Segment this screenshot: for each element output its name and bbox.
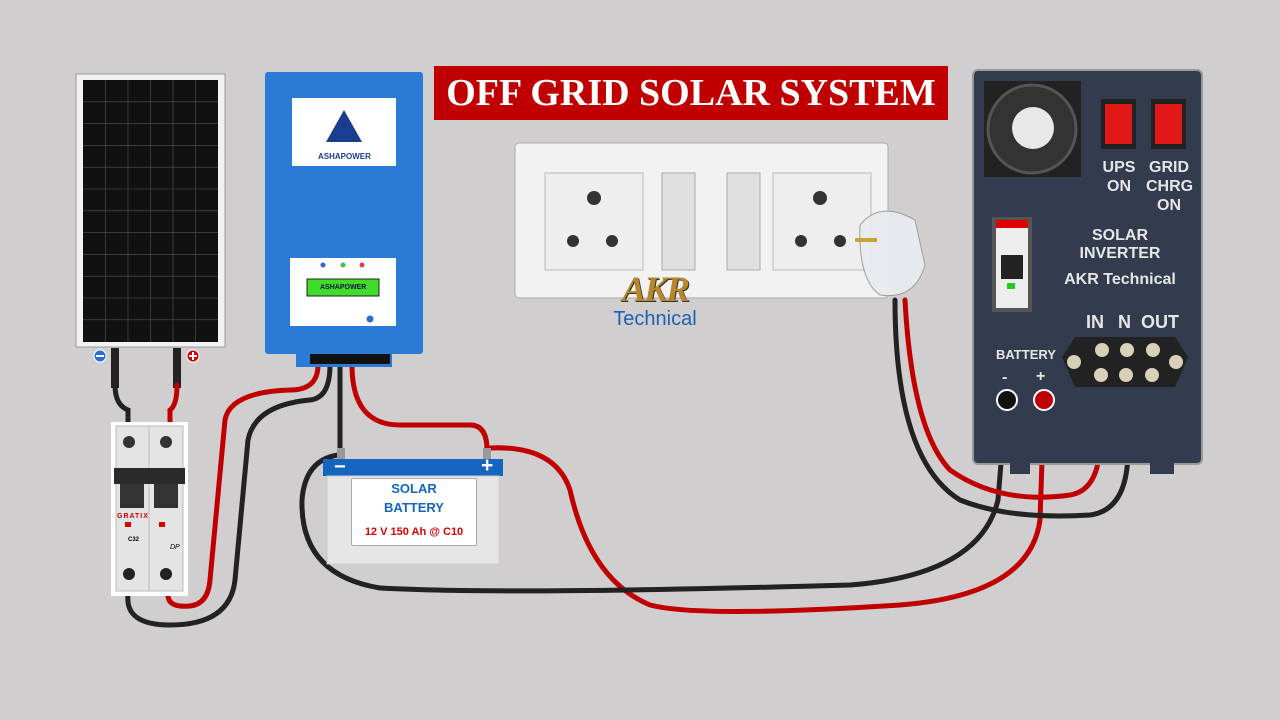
ups-label-line2: ON — [1107, 178, 1131, 195]
inverter-maker: AKR Technical — [1064, 271, 1176, 288]
dp-mcb[interactable] — [111, 422, 188, 596]
inverter-name: SOLAR INVERTER — [1079, 227, 1161, 262]
ups-on-label: UPS ON — [1098, 158, 1140, 196]
page-title: OFF GRID SOLAR SYSTEM — [434, 66, 948, 120]
wire-panel-positive — [167, 382, 180, 428]
grid-label-line1: GRID — [1149, 159, 1189, 176]
battery-pos-terminal — [1033, 389, 1055, 411]
akr-watermark: AKR Technical — [600, 270, 710, 330]
battery-neg-terminal — [996, 389, 1018, 411]
grid-charge-switch[interactable] — [1151, 99, 1186, 149]
inverter-mcb[interactable] — [992, 217, 1032, 312]
wire-plug-black — [892, 297, 1131, 519]
mcb-rating: C32 — [128, 537, 140, 543]
switch-socket-plate — [514, 142, 889, 299]
ups-label-line1: UPS — [1102, 159, 1136, 176]
akr-logo: AKR — [621, 269, 690, 309]
terminal-out-label: OUT — [1141, 312, 1179, 332]
charge-controller — [265, 72, 423, 367]
mcb-brand: GRATIX — [117, 513, 149, 520]
inverter-neg-sign: - — [1002, 369, 1008, 386]
battery-terminal-label: BATTERY — [996, 347, 1056, 362]
battery-neg-sign: − — [334, 456, 346, 478]
terminal-n-label: N — [1118, 312, 1131, 332]
wire-mcb-to-controller-red — [165, 362, 321, 609]
battery-spec: 12 V 150 Ah @ C10 — [364, 526, 464, 538]
inverter-pos-sign: + — [1036, 368, 1046, 385]
wire-battery-pos-to-inverter — [487, 399, 1047, 614]
wire-controller-to-battery-pos — [349, 362, 490, 453]
wire-battery-neg-to-inverter — [299, 399, 1009, 594]
battery-line2: BATTERY — [384, 500, 444, 515]
plug[interactable] — [855, 210, 926, 297]
battery-pos-sign: + — [481, 454, 494, 477]
mcb-poles: DP — [170, 544, 180, 551]
ups-on-switch[interactable] — [1101, 99, 1136, 149]
battery-line1: SOLAR — [391, 481, 437, 496]
wire-mcb-to-controller-black — [125, 362, 333, 628]
solar-inverter — [972, 69, 1203, 474]
battery-label: SOLAR BATTERY 12 V 150 Ah @ C10 — [351, 478, 477, 546]
grid-label-line3: ON — [1157, 197, 1181, 214]
grid-label-line2: CHRG — [1146, 178, 1194, 195]
wire-plug-red — [902, 297, 1103, 500]
grid-chrg-label: GRID CHRG ON — [1146, 158, 1194, 215]
akr-sub: Technical — [613, 308, 697, 330]
controller-brand: ASHAPOWER — [318, 152, 371, 161]
terminal-in-label: IN — [1086, 312, 1104, 332]
wire-panel-negative — [112, 382, 131, 428]
controller-display: ASHAPOWER — [320, 284, 367, 291]
terminal-block — [1062, 337, 1188, 387]
solar-panel — [75, 73, 226, 388]
